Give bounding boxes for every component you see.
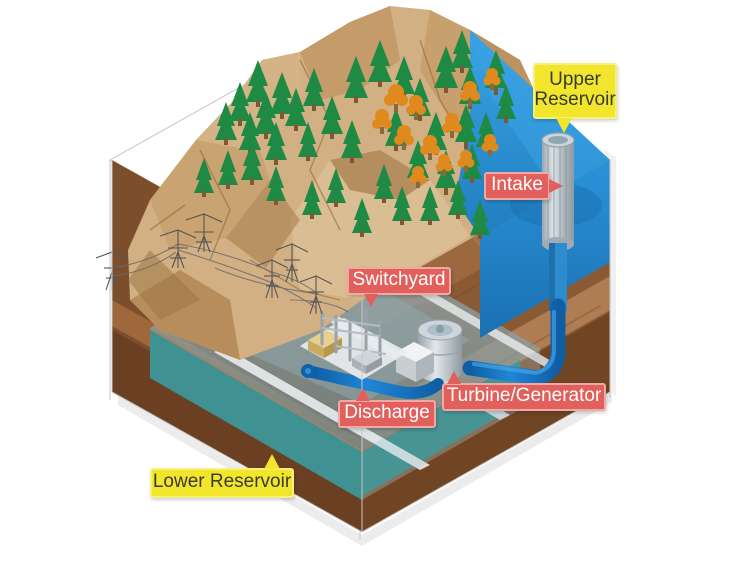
label-lower-reservoir-text: Lower Reservoir: [152, 471, 292, 493]
turbine-generator: [396, 319, 463, 382]
label-discharge[interactable]: Discharge: [338, 400, 436, 428]
discharge-pipe: [306, 366, 444, 399]
trees: [194, 30, 516, 239]
label-discharge-tail: [356, 388, 370, 401]
autumn-trees: [372, 68, 501, 188]
switchyard: [300, 308, 408, 380]
label-switchyard-text: Switchyard: [352, 269, 446, 291]
label-turbine-generator-tail: [447, 371, 461, 384]
penstock-pipe: [462, 298, 566, 386]
label-turbine-generator[interactable]: Turbine/Generator: [442, 383, 606, 411]
label-lower-reservoir[interactable]: Lower Reservoir: [150, 468, 294, 498]
label-lower-reservoir-tail: [264, 454, 280, 469]
label-intake-tail: [549, 179, 563, 193]
label-upper-reservoir-tail: [556, 118, 572, 133]
label-switchyard-tail: [364, 294, 378, 307]
label-intake[interactable]: Intake: [484, 172, 550, 200]
label-upper-reservoir[interactable]: Upper Reservoir: [533, 63, 617, 119]
discharge-outlet-core: [305, 368, 311, 374]
label-switchyard[interactable]: Switchyard: [347, 267, 451, 295]
penstock-pipe-highlight: [472, 310, 556, 376]
transformer-box: [396, 342, 434, 382]
label-upper-reservoir-text: Upper Reservoir: [534, 69, 616, 110]
label-turbine-generator-text: Turbine/Generator: [446, 385, 602, 407]
label-intake-text: Intake: [491, 174, 543, 196]
label-discharge-text: Discharge: [344, 402, 430, 424]
